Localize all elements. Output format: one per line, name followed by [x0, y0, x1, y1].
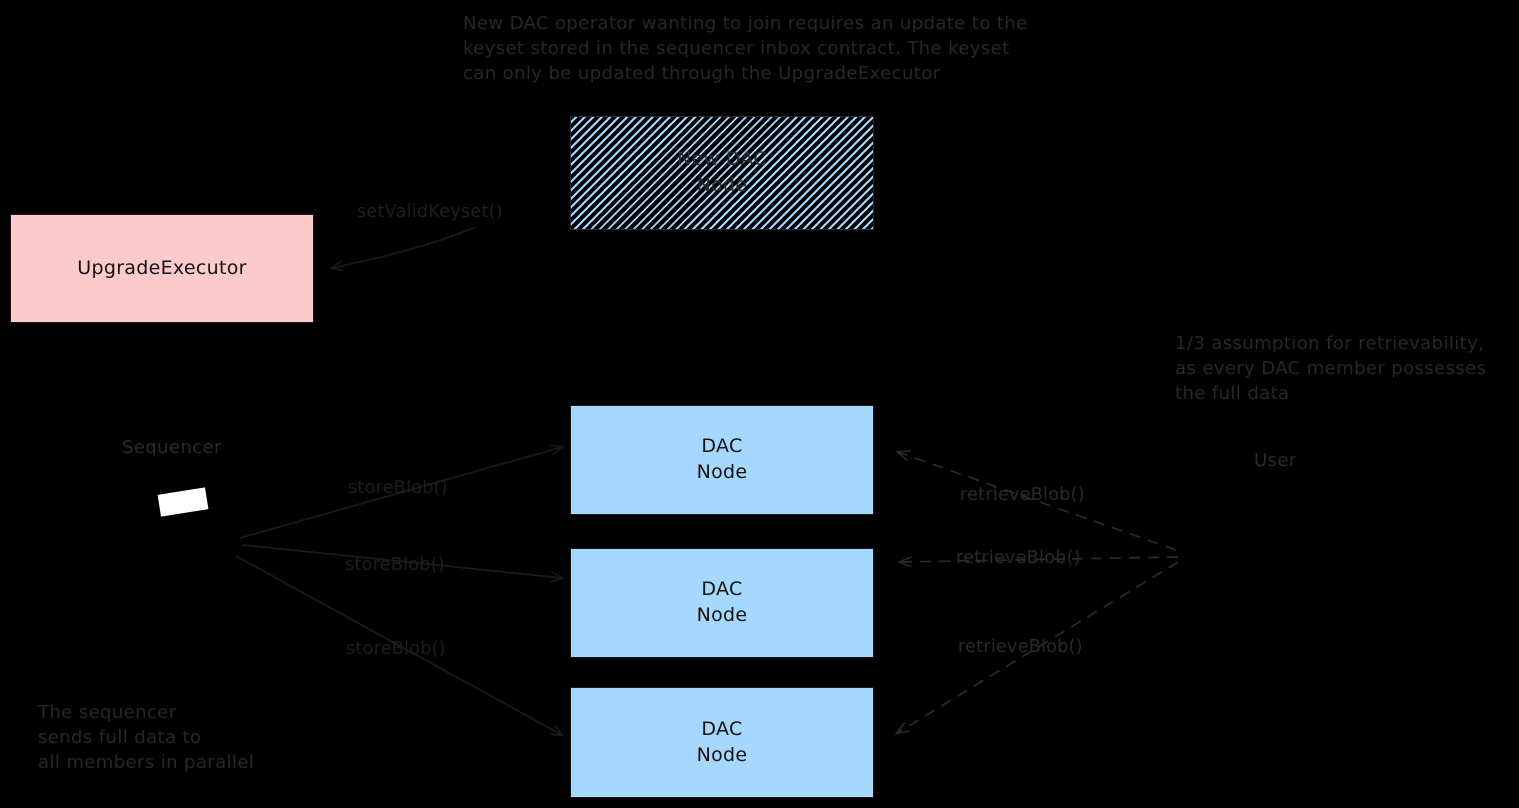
- sequencer-parallel-annotation: The sequencer sends full data to all mem…: [38, 702, 255, 773]
- node-dac-node-2[interactable]: DAC Node: [570, 548, 874, 658]
- edge-label-store-blob-3: storeBlob(): [346, 639, 446, 659]
- node-dac-node-1-line2: Node: [696, 461, 748, 483]
- edge-set-valid-keyset: [332, 226, 477, 268]
- retrievability-annotation: 1/3 assumption for retrievability, as ev…: [1175, 333, 1487, 404]
- edge-label-store-blob-2: storeBlob(): [345, 555, 445, 575]
- node-new-dac-node-line2: Node: [696, 174, 748, 196]
- user-label: User: [1254, 450, 1297, 471]
- edge-label-set-valid-keyset: setValidKeyset(): [357, 202, 503, 222]
- node-dac-node-2-line1: DAC: [701, 578, 743, 601]
- node-new-dac-node[interactable]: New DAC Node: [570, 116, 874, 230]
- node-dac-node-1-line1: DAC: [701, 435, 743, 458]
- node-upgrade-executor-label: UpgradeExecutor: [77, 256, 247, 279]
- keyset-update-annotation: New DAC operator wanting to join require…: [463, 13, 1028, 84]
- sequencer-chip-icon: [157, 487, 209, 517]
- node-dac-node-3[interactable]: DAC Node: [570, 687, 874, 798]
- sequencer-label: Sequencer: [122, 437, 222, 458]
- node-dac-node-2-line2: Node: [696, 604, 748, 626]
- edge-label-retrieve-blob-1: retrieveBlob(): [960, 485, 1085, 505]
- node-dac-node-3-line2: Node: [696, 743, 748, 766]
- node-upgrade-executor[interactable]: UpgradeExecutor: [10, 214, 314, 323]
- edge-label-store-blob-1: storeBlob(): [348, 478, 448, 498]
- edge-label-retrieve-blob-3: retrieveBlob(): [958, 637, 1083, 657]
- node-dac-node-1[interactable]: DAC Node: [570, 405, 874, 515]
- node-new-dac-node-line1: New DAC: [677, 148, 767, 171]
- node-dac-node-3-line1: DAC: [701, 717, 743, 740]
- edge-label-retrieve-blob-2: retrieveBlob(): [956, 548, 1081, 568]
